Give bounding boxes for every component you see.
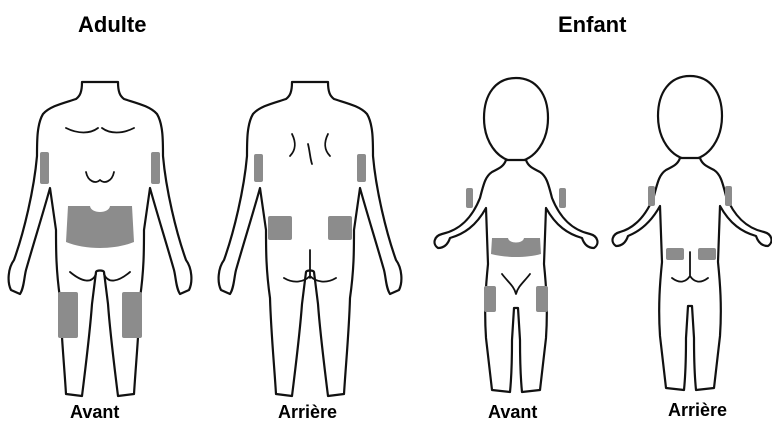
child-front-thigh-zone-right	[536, 286, 548, 312]
adult-front-thigh-zone-right	[122, 292, 142, 338]
adult-front-caption: Avant	[70, 402, 119, 423]
child-front-thigh-zone-left	[484, 286, 496, 312]
adult-back-buttock-zone-left	[268, 216, 292, 240]
child-back-caption: Arrière	[668, 400, 727, 421]
child-front-figure	[430, 78, 600, 400]
child-back-buttock-zone-right	[698, 248, 716, 260]
adult-back-caption: Arrière	[278, 402, 337, 423]
child-front-arm-zone-right	[559, 188, 566, 208]
child-back-buttock-zone-left	[666, 248, 684, 260]
child-heading: Enfant	[558, 12, 626, 38]
adult-front-arm-zone-left	[40, 152, 49, 184]
child-front-caption: Avant	[488, 402, 537, 423]
child-back-figure	[608, 76, 772, 398]
child-back-arm-zone-right	[725, 186, 732, 206]
child-back-arm-zone-left	[648, 186, 655, 206]
child-front-arm-zone-left	[466, 188, 473, 208]
adult-front-figure	[0, 82, 200, 402]
adult-back-figure	[210, 82, 410, 402]
adult-front-arm-zone-right	[151, 152, 160, 184]
adult-back-arm-zone-left	[254, 154, 263, 182]
adult-back-arm-zone-right	[357, 154, 366, 182]
adult-front-thigh-zone-left	[58, 292, 78, 338]
adult-front-abdomen-zone	[66, 206, 134, 248]
adult-heading: Adulte	[78, 12, 146, 38]
adult-back-buttock-zone-right	[328, 216, 352, 240]
